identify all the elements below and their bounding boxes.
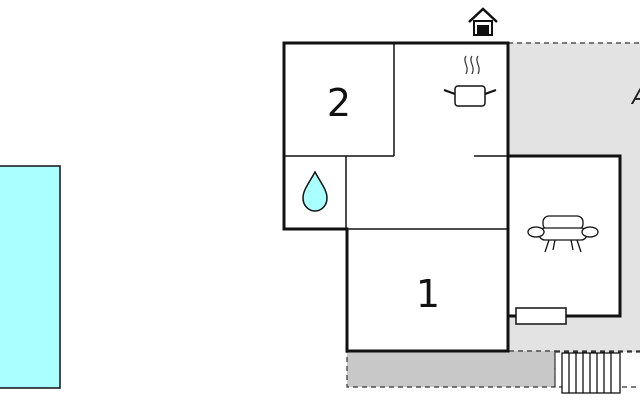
sofa-icon [527, 215, 599, 253]
house-entrance-icon [468, 7, 498, 36]
garden-path [346, 350, 556, 388]
swimming-pool [0, 165, 61, 389]
stairs-icon [561, 352, 621, 394]
house-outline [282, 41, 510, 353]
terrace-marker: A [630, 85, 640, 110]
room-label-2: 2 [327, 81, 351, 125]
radiator-icon [515, 307, 567, 325]
water-drop-icon [302, 170, 328, 212]
room-label-1: 1 [416, 272, 440, 316]
cooking-pot-icon [443, 55, 497, 107]
